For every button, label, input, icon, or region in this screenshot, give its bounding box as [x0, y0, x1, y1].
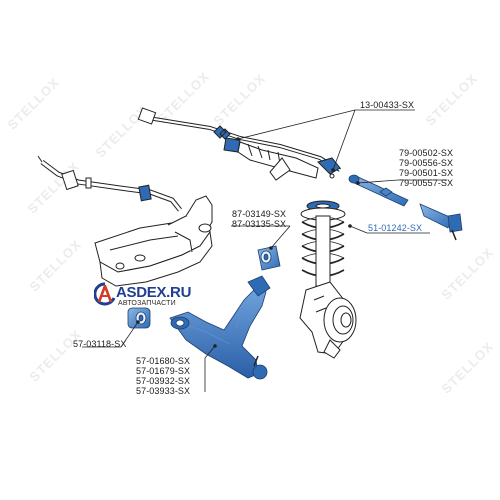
label-arm-bushing: 57-03118-SX [73, 339, 127, 349]
steering-rack [137, 107, 342, 181]
logo-tagline: АВТОЗАПЧАСТИ [118, 300, 176, 307]
label-tie-rod-end-2: 79-00556-SX [399, 158, 454, 168]
asdex-logo: ASDEX.RU АВТОЗАПЧАСТИ [94, 282, 204, 312]
leader-dots [136, 137, 360, 348]
label-tie-rod-end-4: 79-00557-SX [399, 178, 454, 188]
label-control-arm-3: 57-03932-SX [136, 376, 191, 386]
label-stabilizer-bushing-1: 87-03149-SX [232, 209, 287, 219]
label-stabilizer-bushing-2: 87-03135-SX [232, 219, 287, 229]
lower-control-arm [169, 275, 271, 380]
arm-bushing [127, 307, 151, 329]
label-control-arm-4: 57-03933-SX [136, 386, 191, 396]
logo-name: ASDEX.RU [116, 284, 192, 301]
stabilizer-bar [37, 155, 182, 212]
label-steering-rack: 13-00433-SX [360, 100, 415, 110]
label-tie-rod-end-3: 79-00501-SX [399, 168, 454, 178]
label-control-arm-2: 57-01679-SX [136, 366, 191, 376]
leader-lines [82, 109, 447, 392]
inner-tie-rod [348, 174, 409, 207]
stabilizer-bushing [257, 245, 281, 271]
asdex-logo-icon [94, 282, 116, 306]
subframe [94, 195, 213, 287]
label-axial-joint: 51-01242-SX [368, 223, 423, 233]
label-control-arm-1: 57-01680-SX [136, 356, 191, 366]
tie-rod-end [419, 203, 463, 241]
steering-knuckle [299, 281, 357, 359]
label-tie-rod-end-1: 79-00502-SX [399, 148, 454, 158]
